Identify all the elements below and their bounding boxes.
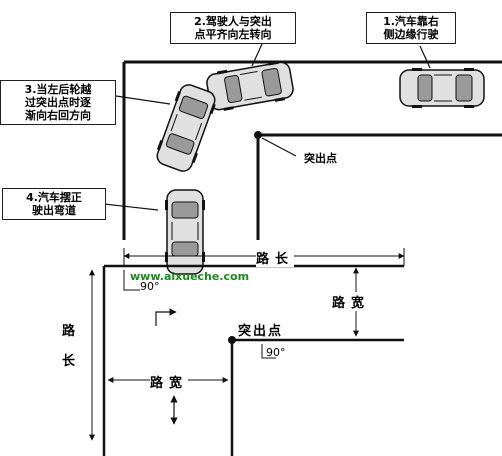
car-turning-front xyxy=(204,58,296,114)
callout-step-2-line-2: 点平齐向左转向 xyxy=(194,28,272,41)
car-turning-rear xyxy=(152,80,220,176)
angle-label-2: 90° xyxy=(266,346,286,359)
protrusion-point-label-bottom: 突出点 xyxy=(238,324,284,339)
road-width-bottom-label: 路宽 xyxy=(150,372,189,391)
road-length-left-label-2: 长 xyxy=(62,354,82,369)
protrusion-point-label-top: 突出点 xyxy=(304,152,337,165)
callout-step-3-line-1: 3.当左后轮越 xyxy=(24,83,92,96)
callout-step-3-line-3: 渐向右回方向 xyxy=(25,109,91,122)
road-edges-schematic xyxy=(102,264,404,456)
angle-label-1: 90° xyxy=(140,280,160,293)
callout-step-1-line-1: 1.汽车靠右 xyxy=(383,15,439,28)
road-length-left-label-1: 路 xyxy=(62,324,82,339)
car-right-driving xyxy=(399,67,485,109)
website-watermark: www.aixueche.com xyxy=(130,270,250,283)
protrusion-point xyxy=(228,336,236,344)
car-exit xyxy=(164,189,206,275)
turn-arrow xyxy=(155,308,177,326)
callout-step-4: 4.汽车摆正 驶出弯道 xyxy=(2,188,106,220)
callout-step-3: 3.当左后轮越 过突出点时逐 渐向右回方向 xyxy=(0,80,116,125)
road-edges-top xyxy=(122,60,502,240)
callout-step-1: 1.汽车靠右 侧边缘行驶 xyxy=(366,12,456,44)
road-width-right-label: 路宽 xyxy=(332,292,371,311)
callout-step-2-line-1: 2.驾驶人与突出 xyxy=(194,15,272,28)
callout-step-1-line-2: 侧边缘行驶 xyxy=(383,28,439,41)
callout-step-4-line-2: 驶出弯道 xyxy=(32,204,76,217)
callout-step-3-line-2: 过突出点时逐 xyxy=(25,96,91,109)
right-angle-mark-1 xyxy=(123,270,140,291)
callout-step-4-line-1: 4.汽车摆正 xyxy=(26,191,82,204)
right-angle-mark-2 xyxy=(261,344,276,359)
road-length-top-label: 路长 xyxy=(256,248,295,267)
callout-leaders xyxy=(103,43,431,211)
callout-step-2: 2.驾驶人与突出 点平齐向左转向 xyxy=(170,12,296,44)
